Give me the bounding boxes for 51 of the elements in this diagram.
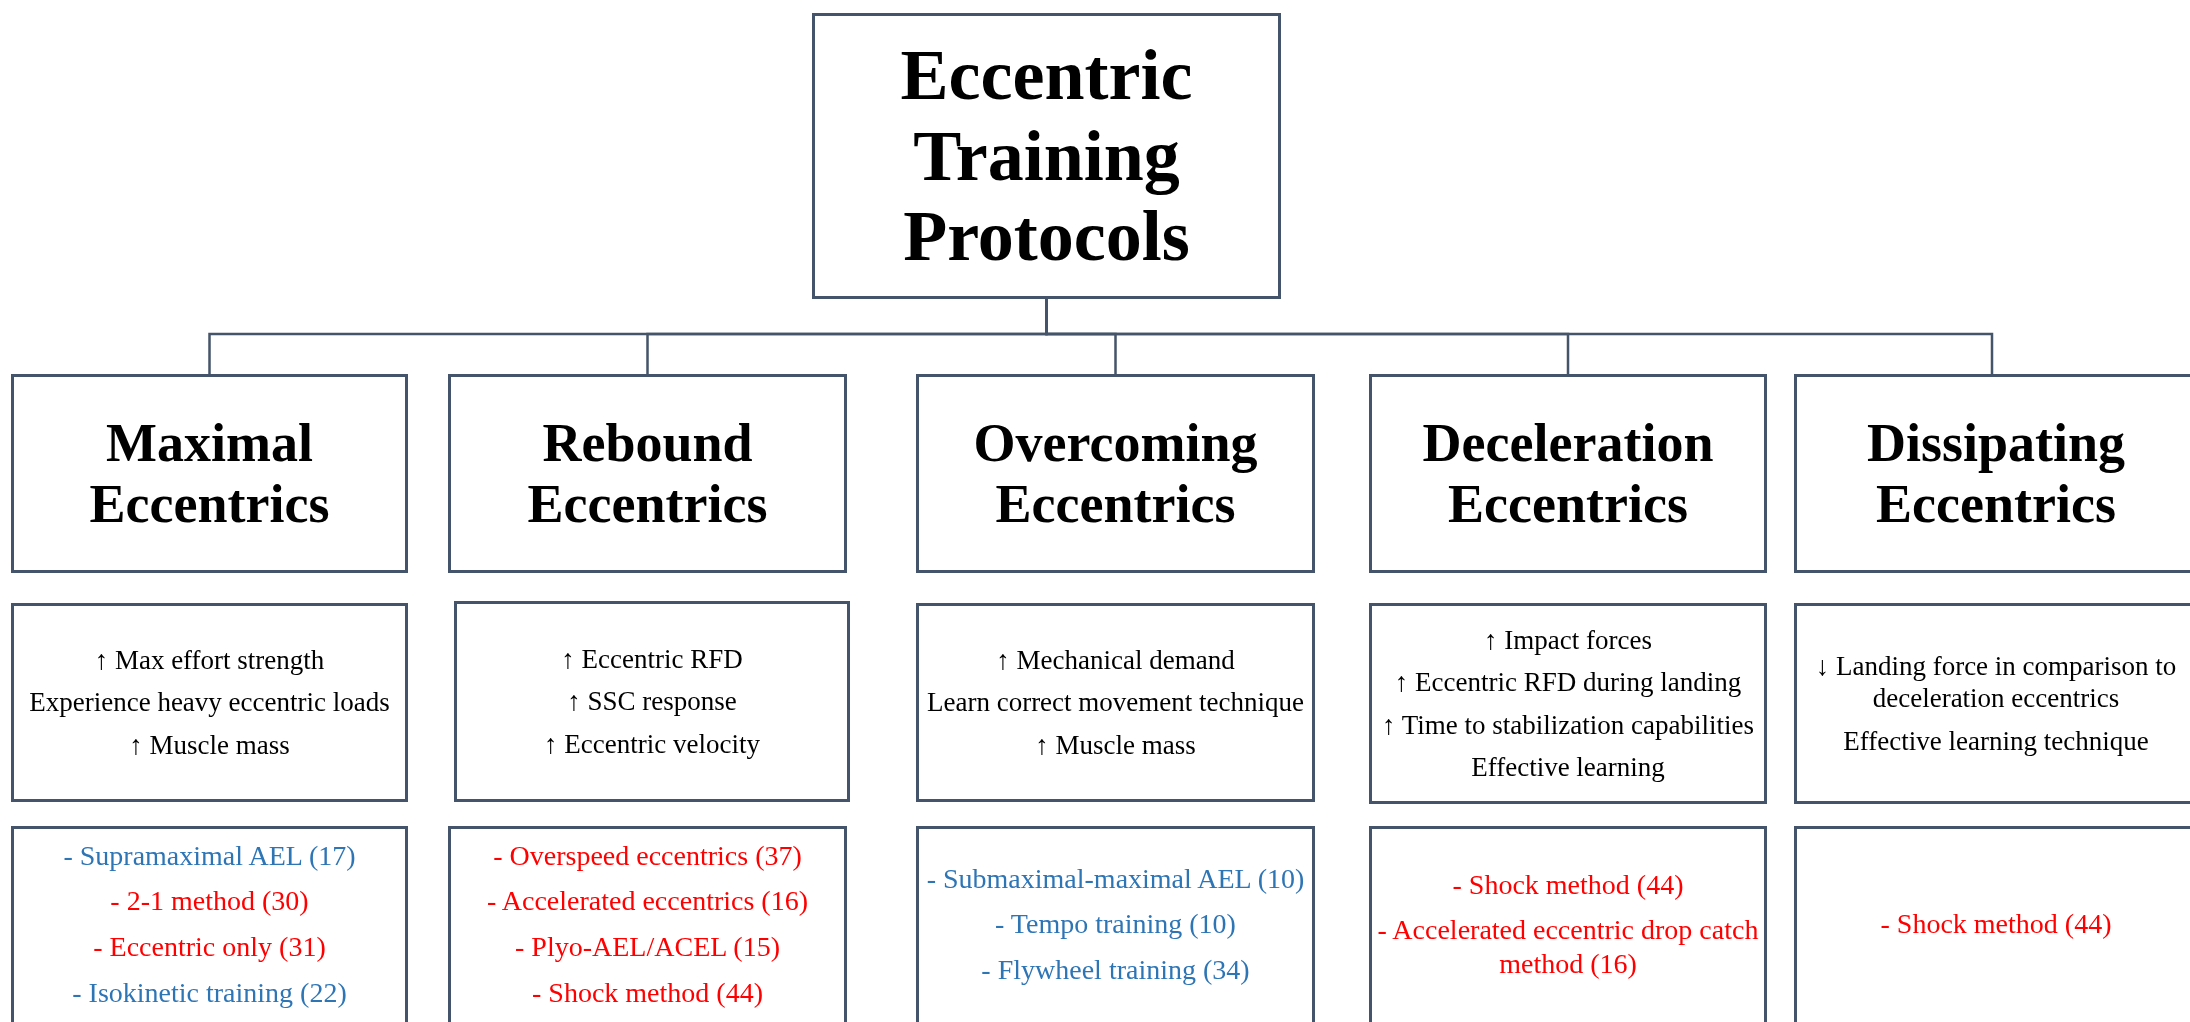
method-text: - Tempo training (10) [995,907,1236,941]
benefit-text: ↑ Time to stabilization capabilities [1382,708,1754,741]
category-title: Dissipating Eccentrics [1865,413,2127,534]
benefit-text: Effective learning [1471,750,1665,784]
method-list-box [448,826,847,1022]
benefit-text: Effective learning technique [1843,724,2149,758]
method-text: - Eccentric only (31) [93,930,326,964]
method-text: - Supramaximal AEL (17) [63,838,356,873]
benefit-text: ↑ Eccentric RFD during landing [1394,666,1742,699]
method-text: - 2-1 method (30) [110,884,309,918]
benefit-text: ↑ Eccentric RFD [561,642,743,676]
benefit-text: ↑ Mechanical demand [996,643,1235,677]
method-text: - Overspeed eccentrics (37) [493,838,802,873]
method-text: - Flywheel training (34) [981,952,1250,987]
category-title: Overcoming Eccentrics [972,413,1259,534]
method-list-box [916,826,1315,1022]
benefit-text: ↑ SSC response [567,685,737,718]
benefit-text: ↑ Muscle mass [129,728,290,762]
method-text: - Submaximal-maximal AEL (10) [926,861,1305,896]
method-text: - Accelerated eccentrics (16) [487,884,808,918]
benefit-text: ↑ Impact forces [1484,623,1652,657]
category-box [916,374,1315,573]
category-box [1369,374,1767,573]
method-text: - Plyo-AEL/ACEL (15) [515,930,780,964]
description-box [1794,603,2190,804]
description-box [916,603,1315,802]
description-box [11,603,408,802]
title-text: Eccentric Training Protocols [899,35,1194,277]
benefit-text: ↑ Max effort strength [94,643,325,677]
method-list-box [1794,826,2190,1022]
benefit-text: ↓ Landing force in comparison to deceleration eccentrics [1814,649,2178,715]
method-text: - Accelerated eccentric drop catch method (16) [1376,913,1760,981]
category-box [1794,374,2190,573]
method-list-box [1369,826,1767,1022]
method-text: - Isokinetic training (22) [72,975,347,1010]
category-title: Rebound Eccentrics [526,413,769,534]
category-title: Maximal Eccentrics [88,413,331,534]
title-box [812,13,1281,299]
benefit-text: Learn correct movement technique [926,686,1305,719]
description-box [454,601,850,802]
method-text: - Shock method (44) [1452,867,1684,902]
method-list-box [11,826,408,1022]
category-box [448,374,847,573]
category-title: Deceleration Eccentrics [1421,413,1715,534]
benefit-text: ↑ Muscle mass [1035,728,1196,762]
method-text: - Shock method (44) [1880,907,2112,941]
description-box [1369,603,1767,804]
category-box [11,374,408,573]
method-text: - Shock method (44) [532,975,763,1010]
benefit-text: Experience heavy eccentric loads [29,686,390,719]
benefit-text: ↑ Eccentric velocity [544,727,760,761]
